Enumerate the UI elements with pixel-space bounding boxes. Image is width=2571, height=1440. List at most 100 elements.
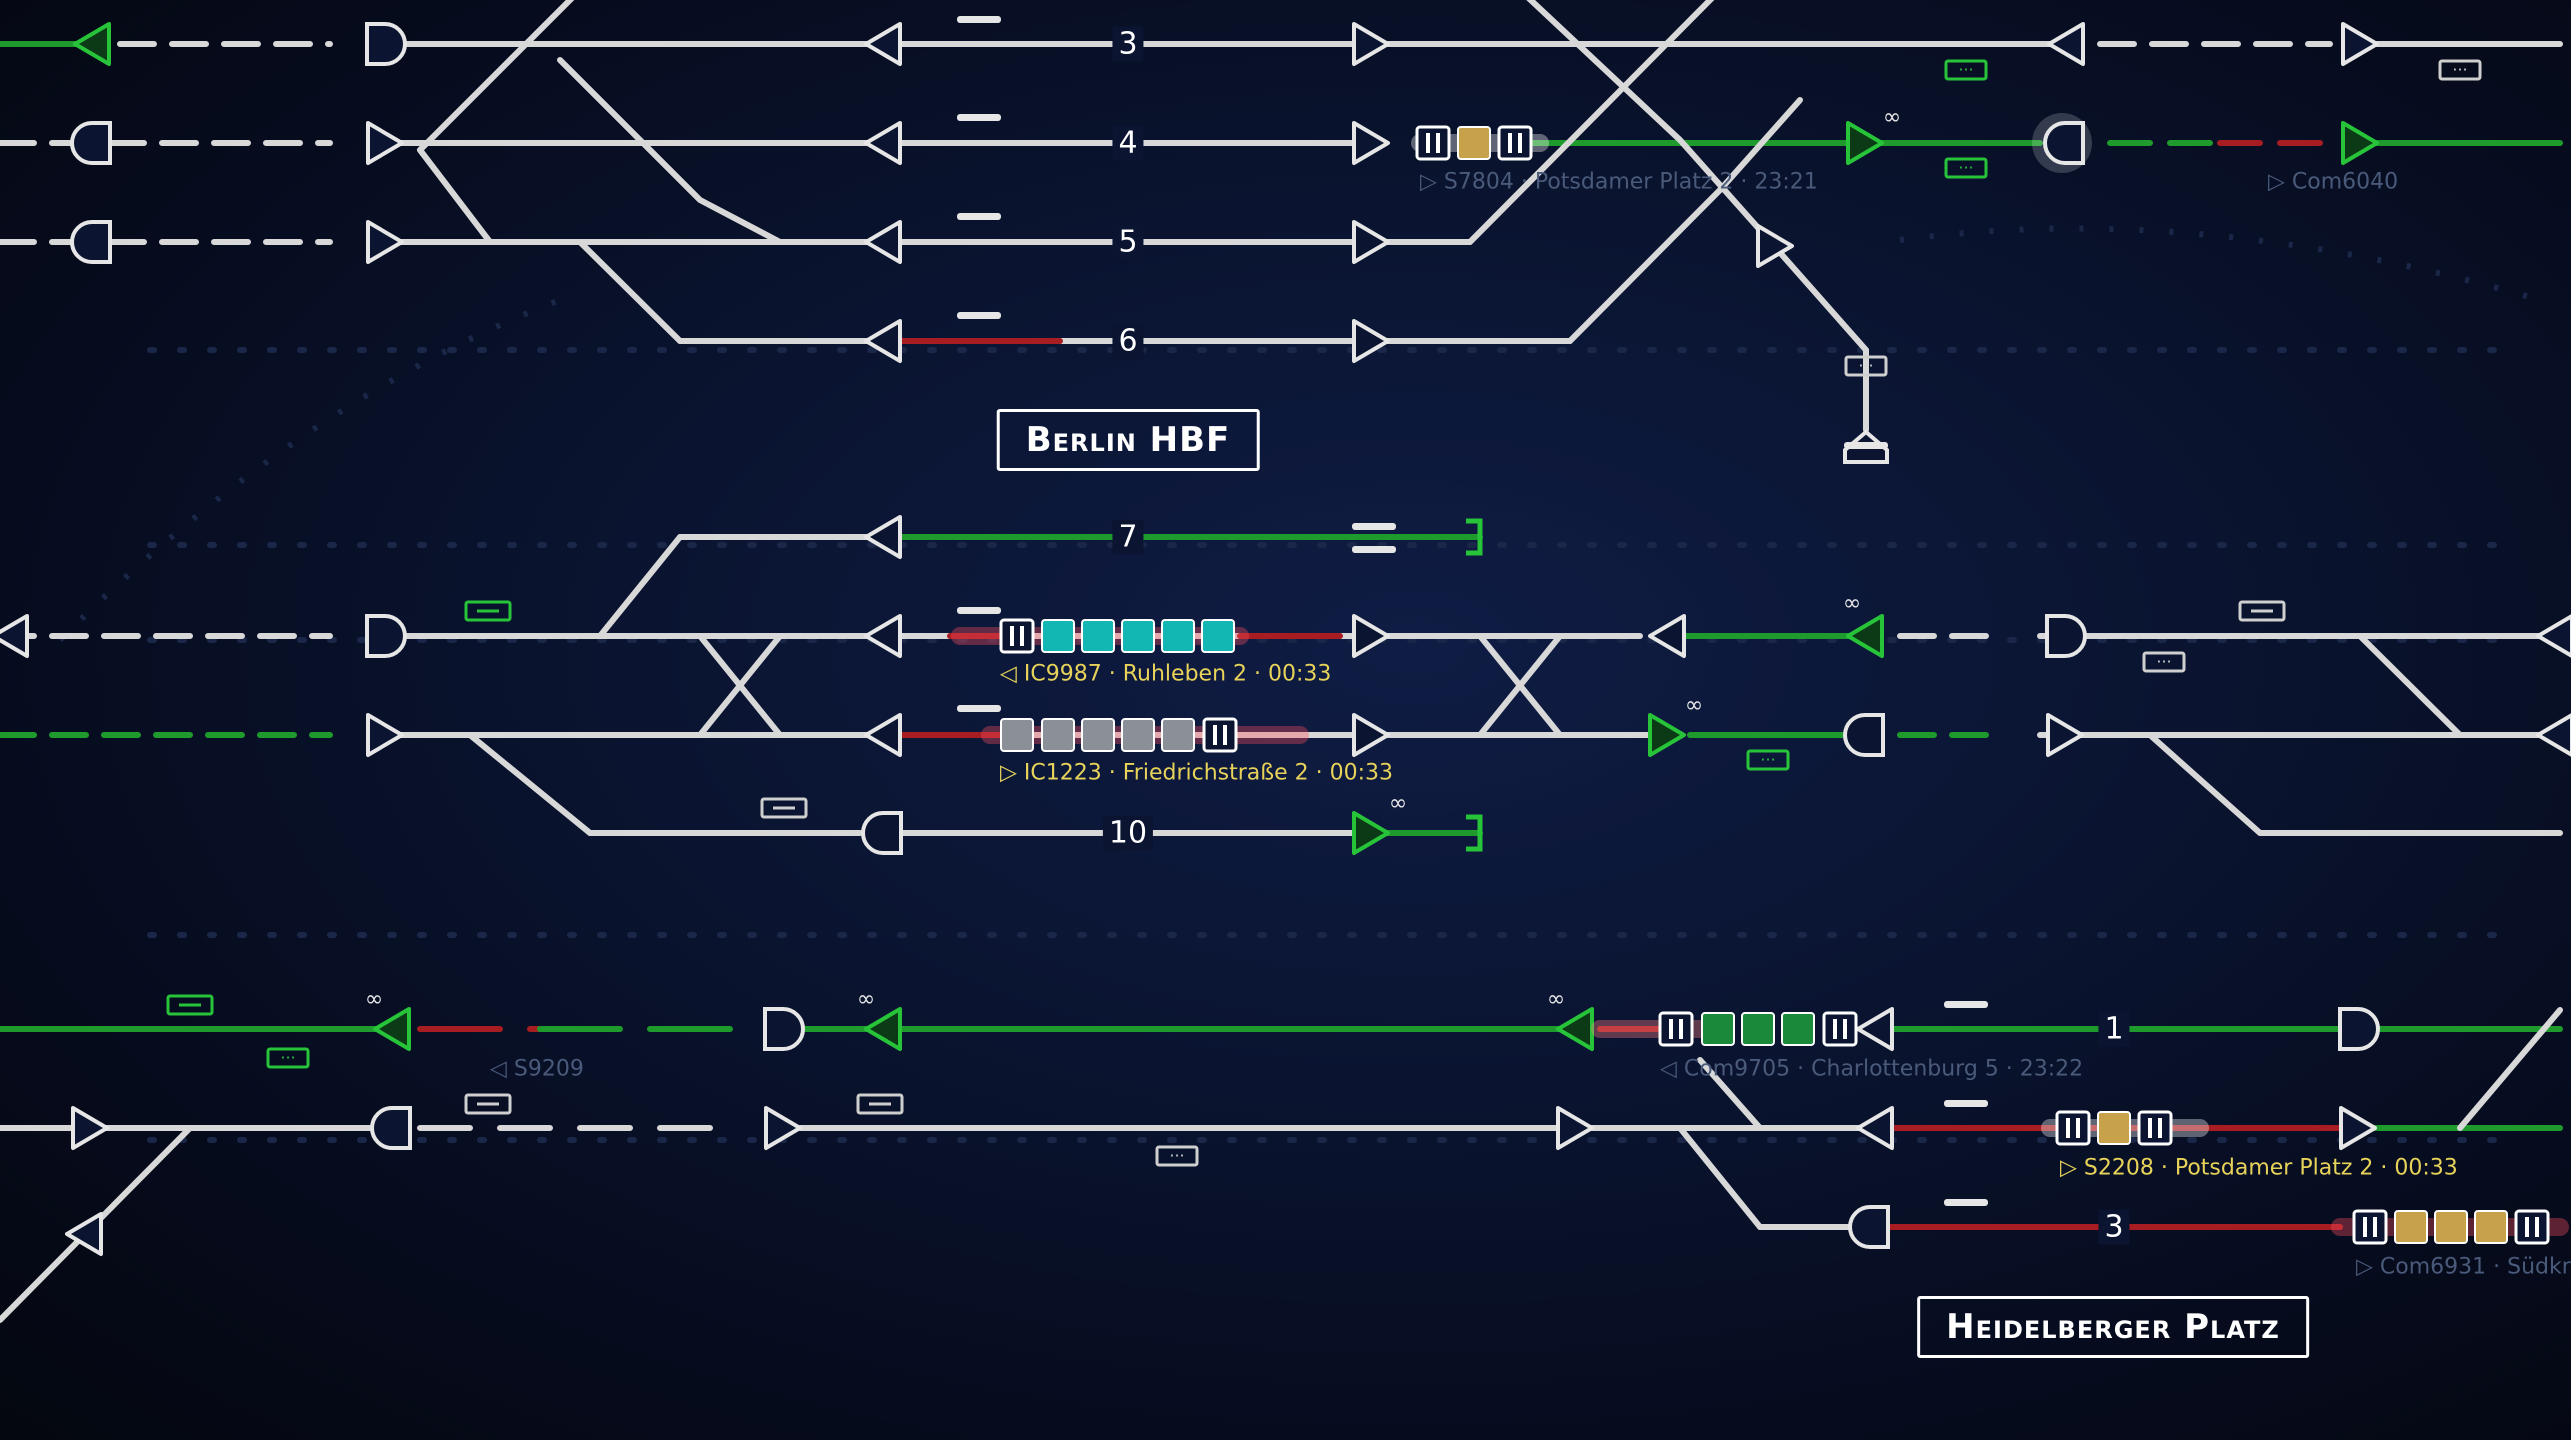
dotted-guide [1899, 225, 2541, 303]
platform-marker [1352, 523, 1396, 530]
train-car-icon [1701, 1012, 1735, 1046]
signal-bumper-icon [70, 220, 112, 264]
signal-triangle-icon [864, 713, 902, 757]
train-label-s7804[interactable]: ▷ S7804 · Potsdamer Platz 2 · 23:21 [1420, 169, 1818, 195]
switch-icon-dots: ··· [1958, 158, 1973, 177]
signal-triangle-icon [864, 1007, 902, 1051]
signal-triangle-icon [1352, 811, 1390, 855]
switch-icon [1844, 355, 1888, 377]
train-car-icon [2394, 1210, 2428, 1244]
train-car-icon [2474, 1210, 2508, 1244]
platform-marker [1844, 442, 1888, 449]
track-number-4: 4 [1112, 125, 1144, 161]
dotted-guide [57, 297, 562, 643]
track-number-3-bottom: 3 [2098, 1209, 2130, 1245]
platform-marker [1352, 546, 1396, 553]
signal-triangle-icon [1648, 713, 1686, 757]
signal-triangle-icon [366, 220, 404, 264]
train-car-icon [2097, 1111, 2131, 1145]
train-car-icon [1457, 126, 1491, 160]
infinity-icon: ∞ [1547, 987, 1565, 1012]
train-label-com6040[interactable]: ▷ Com6040 [2268, 169, 2399, 195]
signal-triangle-icon [764, 1106, 802, 1150]
direction-right-icon: ▷ [2268, 169, 2292, 195]
switch-track [1477, 633, 1563, 738]
platform-marker [957, 607, 1001, 614]
train-label-s9209[interactable]: ◁ S9209 [490, 1056, 584, 1082]
train-locomotive-icon [2514, 1209, 2550, 1245]
signal-triangle-icon [1352, 713, 1390, 757]
infinity-icon: ∞ [1685, 693, 1703, 718]
signal-triangle-icon [65, 1212, 103, 1256]
switch-icon [1944, 157, 1988, 179]
signal-triangle-icon [73, 22, 111, 66]
direction-right-icon: ▷ [2060, 1155, 2084, 1181]
signal-triangle-icon [1648, 614, 1686, 658]
train-car-icon [1201, 619, 1235, 653]
signal-triangle-icon [864, 614, 902, 658]
switch-icon [856, 1093, 904, 1115]
platform-marker [957, 312, 1001, 319]
background-layer [57, 225, 2541, 1143]
platform-marker [1944, 1199, 1988, 1206]
train-label-com6931[interactable]: ▷ Com6931 · Südkr [2356, 1254, 2571, 1280]
train-car-icon [1081, 619, 1115, 653]
signal-triangle-icon [1352, 121, 1390, 165]
signal-bumper-icon [1848, 1205, 1890, 1249]
signal-bumper-icon [370, 1106, 412, 1150]
switch-track [2147, 732, 2563, 836]
signal-triangle-icon [373, 1007, 411, 1051]
signal-triangle-icon [2046, 713, 2084, 757]
signal-triangle-icon [1846, 121, 1884, 165]
switch-track [1717, 97, 1803, 193]
signal-triangle-icon [2536, 614, 2571, 658]
train-label-ic9987[interactable]: ◁ IC9987 · Ruhleben 2 · 00:33 [1000, 661, 1332, 687]
switch-track [577, 239, 683, 344]
switch-icon [2142, 651, 2186, 673]
signal-bumper-icon [2045, 614, 2087, 658]
direction-right-icon: ▷ [2356, 1254, 2380, 1280]
switch-track [1677, 1125, 1763, 1230]
switch-icon [266, 1047, 310, 1069]
train-car-icon [1741, 1012, 1775, 1046]
signal-triangle-icon [366, 713, 404, 757]
station-heidelberger-platz[interactable]: Heidelberger Platz [1917, 1296, 2309, 1358]
signal-triangle-icon [864, 220, 902, 264]
switch-icon-dots: ··· [280, 1048, 295, 1067]
signal-triangle-icon [1856, 1106, 1894, 1150]
switch-track [697, 633, 783, 738]
train-label-com9705[interactable]: ◁ Com9705 · Charlottenburg 5 · 23:22 [1660, 1056, 2084, 1082]
signal-triangle-icon [864, 319, 902, 363]
signal-bumper-icon [70, 121, 112, 165]
train-locomotive-icon [1822, 1011, 1858, 1047]
track-number-3-top: 3 [1112, 26, 1144, 62]
infinity-icon: ∞ [1843, 591, 1861, 616]
switch-icon-dots: ··· [1858, 356, 1873, 375]
signal-triangle-icon [1556, 1007, 1594, 1051]
switch-icon [166, 994, 214, 1016]
train-car-icon [1081, 718, 1115, 752]
switch-icon [2438, 59, 2482, 81]
signal-bumper-icon [763, 1007, 805, 1051]
signal-triangle-icon [2341, 121, 2379, 165]
buffer-stop-icon [1466, 518, 1483, 556]
train-label-ic1223[interactable]: ▷ IC1223 · Friedrichstraße 2 · 00:33 [1000, 760, 1394, 786]
train-locomotive-icon [2137, 1110, 2173, 1146]
signal-bumper-icon [2338, 1007, 2380, 1051]
signal-triangle-icon [2341, 22, 2379, 66]
infinity-icon: ∞ [1389, 791, 1407, 816]
platform-marker [1944, 1100, 1988, 1107]
switch-track [467, 732, 593, 836]
train-locomotive-icon [999, 618, 1035, 654]
train-locomotive-icon [1658, 1011, 1694, 1047]
station-berlin-hbf[interactable]: Berlin HBF [996, 409, 1260, 471]
platform-marker [957, 16, 1001, 23]
switch-icon [1944, 59, 1988, 81]
switch-icon [464, 600, 512, 622]
switch-icon [2238, 600, 2286, 622]
train-locomotive-icon [1415, 125, 1451, 161]
train-label-s2208[interactable]: ▷ S2208 · Potsdamer Platz 2 · 00:33 [2060, 1155, 2458, 1181]
platform-marker [957, 705, 1001, 712]
signal-triangle-icon [2047, 22, 2085, 66]
